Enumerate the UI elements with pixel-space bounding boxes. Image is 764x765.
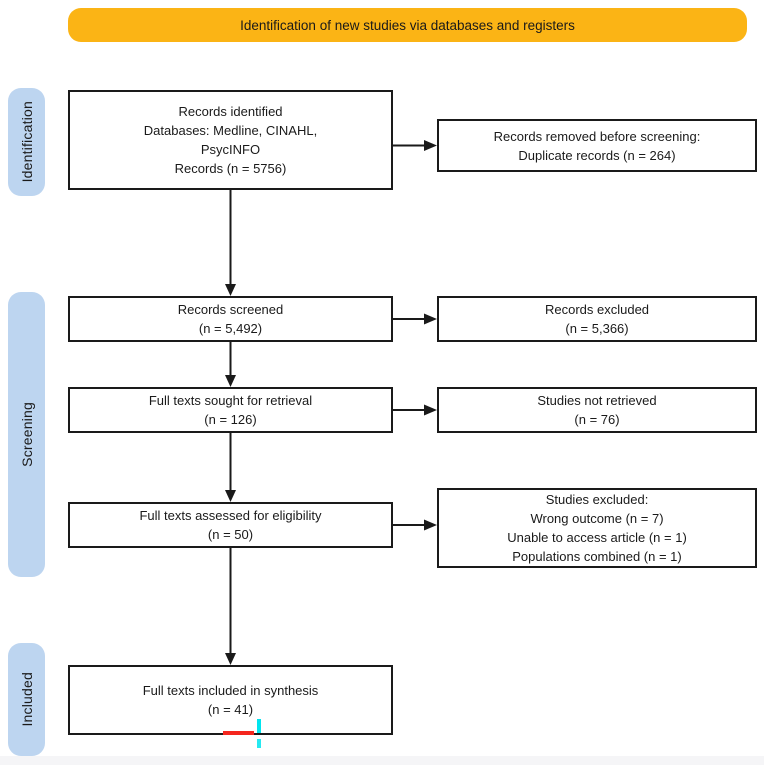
arrow-assessed-to-excluded xyxy=(393,519,437,531)
box-full-texts-sought: Full texts sought for retrieval (n = 126… xyxy=(68,387,393,433)
box-text-line: (n = 50) xyxy=(207,527,254,542)
box-text-line: Databases: Medline, CINAHL, xyxy=(143,123,318,138)
bottom-band xyxy=(0,756,764,765)
arrow-sought-to-not-retrieved xyxy=(393,404,437,416)
box-text-line: Records removed before screening: xyxy=(493,128,701,144)
box-text-line: (n = 5,492) xyxy=(198,321,263,336)
annotation-cyan-cursor-tail xyxy=(257,739,261,748)
arrow-screened-to-sought xyxy=(225,342,236,387)
box-text-line: (n = 41) xyxy=(207,702,254,717)
arrow-assessed-to-included xyxy=(225,548,236,665)
header-banner: Identification of new studies via databa… xyxy=(68,8,747,42)
box-records-identified: Records identified Databases: Medline, C… xyxy=(68,90,393,190)
box-records-removed: Records removed before screening: Duplic… xyxy=(437,119,757,172)
stage-label-identification: Identification xyxy=(8,88,45,196)
box-text-line: Full texts assessed for eligibility xyxy=(139,508,322,523)
box-text-line: Records screened xyxy=(177,302,284,317)
box-text-line: (n = 5,366) xyxy=(565,321,629,336)
arrow-identified-to-screened xyxy=(225,190,236,296)
box-records-excluded: Records excluded (n = 5,366) xyxy=(437,296,757,342)
box-studies-not-retrieved: Studies not retrieved (n = 76) xyxy=(437,387,757,433)
box-text-line: Populations combined (n = 1) xyxy=(512,549,682,564)
box-text-line: Full texts sought for retrieval xyxy=(148,393,313,408)
stage-label-included: Included xyxy=(8,643,45,756)
box-text-line: PsycINFO xyxy=(200,142,261,157)
arrow-screened-to-excluded xyxy=(393,313,437,325)
box-text-line: Studies not retrieved xyxy=(537,393,657,408)
box-records-screened: Records screened (n = 5,492) xyxy=(68,296,393,342)
arrow-sought-to-assessed xyxy=(225,433,236,502)
box-text-line: Records excluded xyxy=(544,302,650,317)
annotation-red-mark xyxy=(223,731,254,735)
header-title: Identification of new studies via databa… xyxy=(240,17,575,33)
box-full-texts-included: Full texts included in synthesis (n = 41… xyxy=(68,665,393,735)
stage-label-text: Identification xyxy=(18,101,35,183)
box-text-line: Unable to access article (n = 1) xyxy=(507,530,687,545)
box-text-line: Records (n = 5756) xyxy=(174,161,287,176)
arrow-identified-to-removed xyxy=(393,140,437,151)
box-text-line: Full texts included in synthesis xyxy=(142,683,319,698)
box-text-line: Wrong outcome (n = 7) xyxy=(530,511,664,526)
box-text-line: Studies excluded: xyxy=(545,492,649,507)
box-text-line: (n = 76) xyxy=(574,412,620,427)
box-full-texts-assessed: Full texts assessed for eligibility (n =… xyxy=(68,502,393,548)
stage-label-screening: Screening xyxy=(8,292,45,577)
stage-label-text: Included xyxy=(18,672,35,727)
box-studies-excluded: Studies excluded: Wrong outcome (n = 7) … xyxy=(437,488,757,568)
box-text-line: (n = 126) xyxy=(204,412,257,427)
box-text-line: Duplicate records (n = 264) xyxy=(518,147,676,163)
stage-label-text: Screening xyxy=(18,402,35,467)
box-text-line: Records identified xyxy=(178,104,283,119)
annotation-cyan-cursor xyxy=(257,719,261,733)
